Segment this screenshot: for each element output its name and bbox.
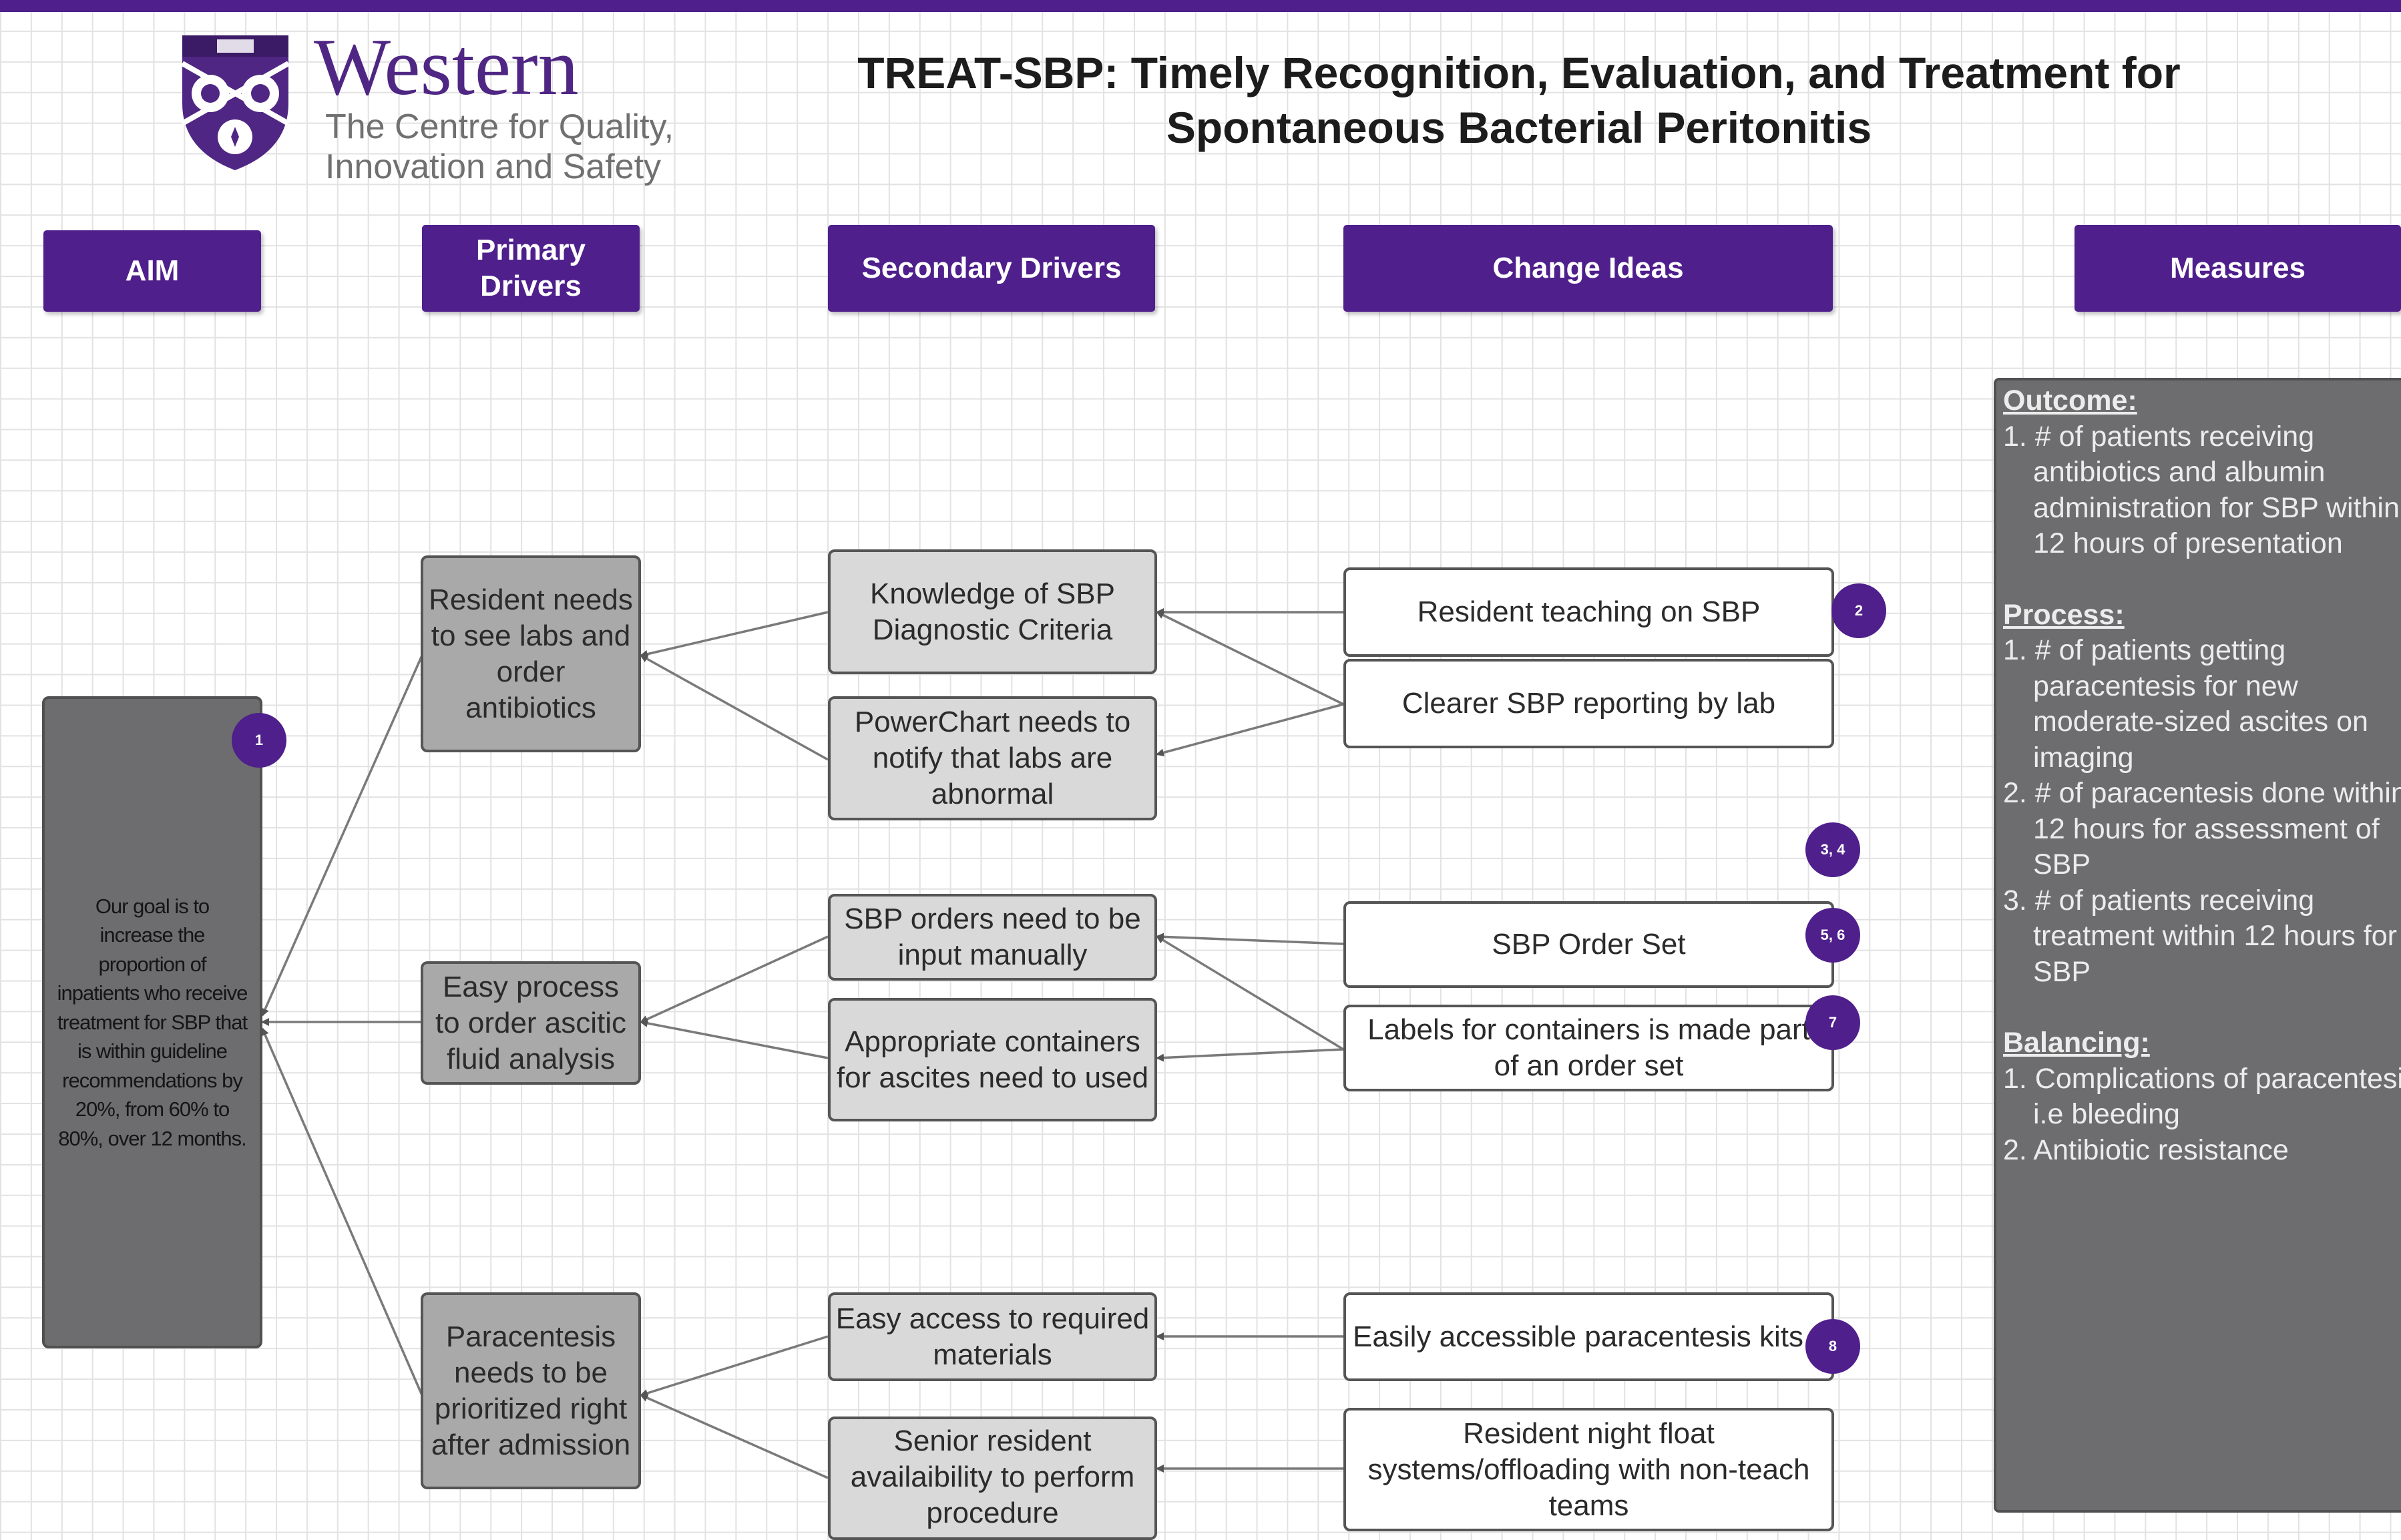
title-line2: Spontaneous Bacterial Peritonitis (1166, 103, 1872, 152)
change-idea-teaching: Resident teaching on SBP (1343, 567, 1834, 657)
secondary-driver-materials: Easy access to required materials (828, 1292, 1157, 1381)
primary-driver-paracentesis: Paracentesis needs to be prioritized rig… (421, 1292, 641, 1489)
page-title: TREAT-SBP: Timely Recognition, Evaluatio… (795, 45, 2243, 155)
badge-order-set: 5, 6 (1805, 908, 1860, 963)
process-item-3-line-3: SBP (2033, 955, 2091, 988)
logo-subtitle-line1: The Centre for Quality, (325, 107, 674, 146)
secondary-driver-orders-manual: SBP orders need to be input manually (828, 894, 1157, 981)
badge-aim: 1 (232, 713, 286, 768)
process-item-1-line-4: imaging (2033, 741, 2134, 774)
process-item-2-line-1: 2. # of paracentesis done within (2003, 777, 2401, 809)
secondary-driver-powerchart: PowerChart needs to notify that labs are… (828, 696, 1157, 820)
process-item-3-line-1: 3. # of patients receiving (2003, 884, 2315, 917)
logo-subtitle-line2: Innovation and Safety (325, 148, 662, 186)
logo-wordmark: Western (314, 22, 579, 112)
badge-labels: 7 (1805, 995, 1860, 1050)
primary-driver-ordering: Easy process to order ascitic fluid anal… (421, 961, 641, 1085)
badge-reporting: 3, 4 (1805, 822, 1860, 877)
balancing-item-1-line-1: 1. Complications of paracentesis (2003, 1062, 2401, 1095)
measures-process-list: 1. # of patients getting paracentesis for… (2003, 633, 2401, 990)
change-idea-order-set: SBP Order Set (1343, 901, 1834, 988)
process-item-2-line-2: 12 hours for assessment of (2033, 812, 2380, 845)
measures-process-heading: Process: (2003, 598, 2125, 631)
change-idea-labels: Labels for containers is made part of an… (1343, 1005, 1834, 1091)
aim-box: Our goal is to increase the proportion o… (42, 696, 262, 1348)
balancing-item-1-line-2: i.e bleeding (2033, 1098, 2180, 1130)
outcome-item-1-line-2: antibiotics and albumin (2033, 456, 2326, 488)
header-aim: AIM (43, 230, 261, 312)
top-accent-bar (0, 0, 2401, 12)
badge-teaching: 2 (1831, 583, 1886, 638)
header-measures: Measures (2075, 225, 2401, 312)
badge-kits: 8 (1805, 1319, 1860, 1374)
secondary-driver-containers: Appropriate containers for ascites need … (828, 998, 1157, 1121)
measures-outcome-heading: Outcome: (2003, 384, 2137, 417)
change-idea-reporting: Clearer SBP reporting by lab (1343, 659, 1834, 748)
process-item-1-line-2: paracentesis for new (2033, 670, 2298, 702)
balancing-item-2-line-1: 2. Antibiotic resistance (2003, 1133, 2289, 1166)
primary-driver-labs: Resident needs to see labs and order ant… (421, 555, 641, 752)
header-change-ideas: Change Ideas (1343, 225, 1833, 312)
header-primary-drivers: Primary Drivers (422, 225, 640, 312)
process-item-1-line-3: moderate-sized ascites on (2033, 706, 2368, 738)
process-item-2-line-3: SBP (2033, 848, 2091, 880)
secondary-driver-knowledge: Knowledge of SBP Diagnostic Criteria (828, 549, 1157, 674)
outcome-item-1-line-1: 1. # of patients receiving (2003, 420, 2315, 453)
secondary-driver-senior-resident: Senior resident availaibility to perform… (828, 1417, 1157, 1540)
outcome-item-1-line-4: 12 hours of presentation (2033, 527, 2343, 559)
process-item-1-line-1: 1. # of patients getting (2003, 634, 2286, 666)
header-secondary-drivers: Secondary Drivers (828, 225, 1155, 312)
outcome-item-1-line-3: administration for SBP within (2033, 491, 2400, 524)
measures-balancing-heading: Balancing: (2003, 1027, 2150, 1059)
change-idea-night-float: Resident night float systems/offloading … (1343, 1408, 1834, 1531)
process-item-3-line-2: treatment within 12 hours for (2033, 920, 2397, 952)
change-idea-kits: Easily accessible paracentesis kits (1343, 1292, 1834, 1381)
western-shield-icon (181, 35, 290, 170)
title-line1: TREAT-SBP: Timely Recognition, Evaluatio… (857, 48, 2181, 97)
logo-subtitle: The Centre for Quality, Innovation and S… (325, 107, 674, 187)
